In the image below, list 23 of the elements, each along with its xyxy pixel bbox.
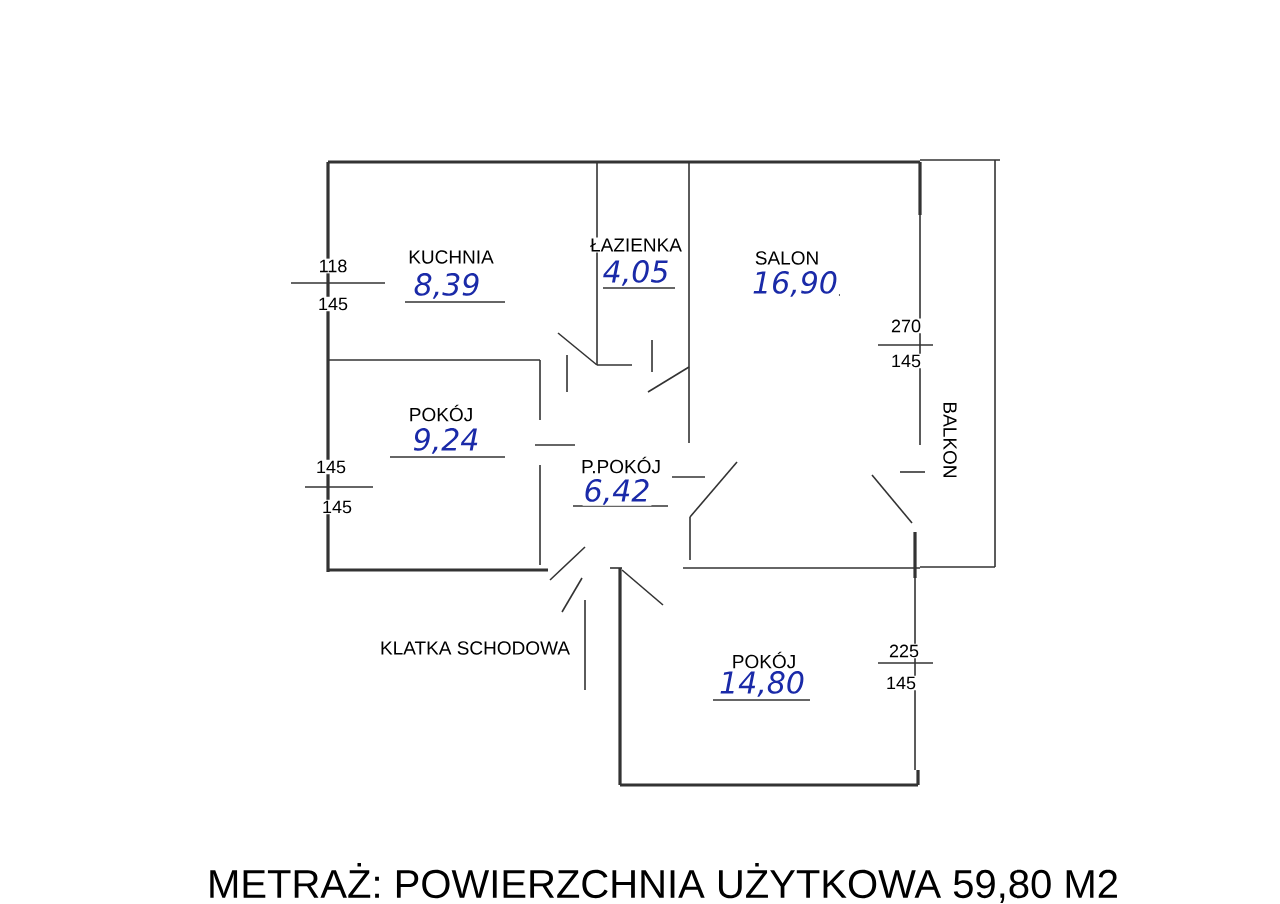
room-label: KLATKA SCHODOWA: [379, 640, 571, 656]
room-label: ŁAZIENKA: [589, 237, 683, 253]
room-label: SALON: [753, 250, 821, 266]
dimension-value: 145: [321, 499, 354, 515]
dimension-value: 145: [885, 675, 917, 691]
room-label: P.POKÓJ: [580, 455, 662, 475]
room-label: KUCHNIA: [407, 249, 495, 265]
room-label: POKÓJ: [730, 650, 798, 670]
area-value: 8,39: [412, 272, 482, 300]
area-value: 16,90: [751, 270, 839, 298]
dimension-value: 270: [890, 318, 922, 334]
area-value: 4,05: [601, 259, 671, 287]
area-value: 14,80: [718, 670, 806, 698]
caption: METRAŻ: POWIERZCHNIA UŻYTKOWA 59,80 M2: [210, 863, 1117, 903]
room-label: BALKON: [942, 400, 958, 480]
dimension-value: 145: [315, 459, 347, 475]
dimension-value: 225: [888, 643, 920, 659]
room-label: POKÓJ: [407, 403, 475, 423]
dimension-value: 145: [317, 296, 349, 312]
dimension-value: 145: [890, 353, 922, 369]
dimension-value: 118: [317, 258, 349, 274]
area-value: 9,24: [411, 427, 481, 455]
area-value: 6,42: [582, 478, 652, 506]
